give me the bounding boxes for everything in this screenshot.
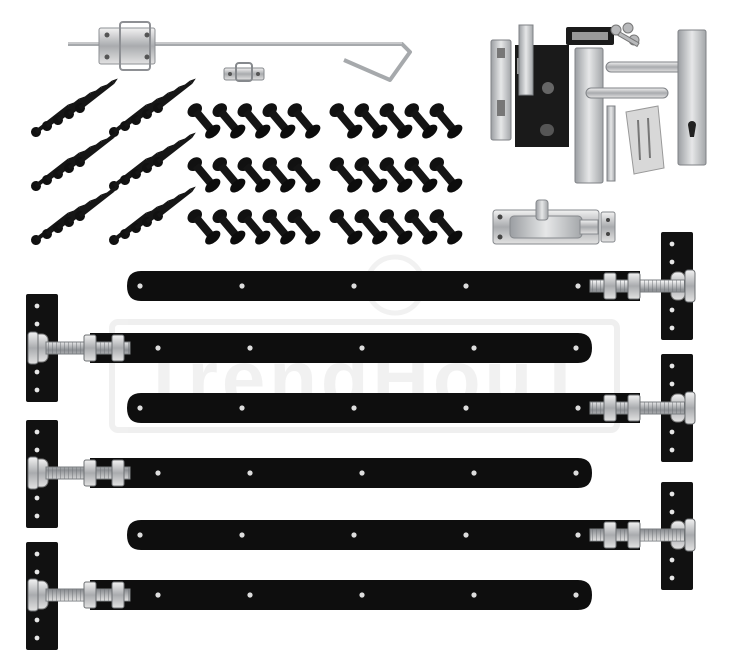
carriage-bolt — [354, 103, 388, 139]
screw-group — [109, 78, 196, 137]
carriage-bolt — [237, 209, 271, 245]
screw — [53, 144, 96, 179]
carriage-bolt — [404, 209, 438, 245]
screw-group — [31, 186, 118, 245]
hinge-strap — [127, 393, 640, 423]
bolt-group — [187, 157, 321, 193]
screw-group — [109, 132, 196, 191]
carriage-bolt — [354, 157, 388, 193]
screw — [75, 186, 118, 221]
carriage-bolt — [287, 209, 321, 245]
carriage-bolt — [237, 103, 271, 139]
screw — [131, 198, 174, 233]
screw — [153, 186, 196, 221]
screw — [64, 138, 107, 173]
screw — [142, 192, 185, 227]
hinge-strap — [127, 520, 640, 550]
carriage-bolt — [287, 103, 321, 139]
bolt-group — [329, 209, 463, 245]
tee-hinge — [26, 420, 592, 528]
barrel-bolt — [492, 199, 616, 245]
screw-groups — [31, 78, 196, 245]
carriage-bolt — [187, 209, 221, 245]
carriage-bolt — [329, 209, 363, 245]
carriage-bolt — [262, 157, 296, 193]
hinge-strap — [90, 580, 592, 610]
carriage-bolt — [379, 157, 413, 193]
screw — [131, 90, 174, 125]
carriage-bolt — [354, 209, 388, 245]
screw-group — [31, 78, 118, 137]
bolt-group — [187, 103, 321, 139]
screw-group — [31, 132, 118, 191]
carriage-bolt — [379, 103, 413, 139]
screw — [131, 144, 174, 179]
bolt-group — [329, 103, 463, 139]
carriage-bolt — [429, 209, 463, 245]
lock-set — [490, 22, 707, 184]
tee-hinge — [127, 354, 696, 462]
carriage-bolt — [212, 103, 246, 139]
screw — [53, 90, 96, 125]
screw — [53, 198, 96, 233]
carriage-bolt — [329, 103, 363, 139]
carriage-bolt — [212, 209, 246, 245]
carriage-bolt — [187, 103, 221, 139]
carriage-bolt — [429, 103, 463, 139]
carriage-bolt — [404, 103, 438, 139]
screw — [64, 192, 107, 227]
screw — [153, 132, 196, 167]
carriage-bolt — [237, 157, 271, 193]
screw — [75, 78, 118, 113]
screw — [75, 132, 118, 167]
carriage-bolt — [287, 157, 321, 193]
screw — [142, 138, 185, 173]
carriage-bolt — [187, 157, 221, 193]
screw-group — [109, 186, 196, 245]
carriage-bolt — [212, 157, 246, 193]
tee-hinge — [127, 232, 696, 340]
screw — [142, 84, 185, 119]
carriage-bolt — [262, 209, 296, 245]
drop-bolt — [68, 21, 412, 82]
carriage-bolt — [404, 157, 438, 193]
screw — [64, 84, 107, 119]
hinge-strap — [90, 333, 592, 363]
screw — [153, 78, 196, 113]
tee-hinge — [26, 542, 592, 650]
carriage-bolt — [329, 157, 363, 193]
tee-hinges — [26, 232, 696, 650]
carriage-bolt — [429, 157, 463, 193]
hinge-strap — [127, 271, 640, 301]
tee-hinge — [26, 294, 592, 402]
keep-bracket — [223, 62, 265, 82]
bolt-group — [187, 209, 321, 245]
carriage-bolt — [379, 209, 413, 245]
hinge-strap — [90, 458, 592, 488]
tee-hinge — [127, 482, 696, 590]
bolt-group — [329, 157, 463, 193]
bolt-groups — [187, 103, 463, 245]
carriage-bolt — [262, 103, 296, 139]
